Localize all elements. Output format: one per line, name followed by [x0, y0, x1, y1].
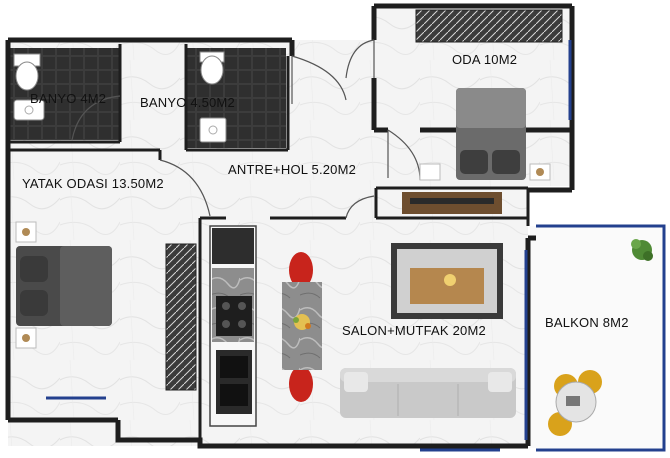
sink-2	[199, 117, 227, 143]
bed-yatak	[15, 221, 112, 349]
label-antre: ANTRE+HOL 5.20M2	[228, 162, 357, 177]
label-banyo-1: BANYO 4M2	[30, 91, 107, 106]
label-oda: ODA 10M2	[452, 52, 518, 67]
kitchen-sink	[216, 350, 252, 414]
table-decor	[444, 274, 456, 286]
wardrobe-oda	[415, 9, 563, 43]
toilet-2	[199, 51, 225, 85]
windows	[46, 40, 572, 452]
interior-walls	[10, 44, 530, 446]
wardrobe-yatak	[165, 243, 197, 391]
sofa	[340, 368, 516, 418]
toilet-1	[13, 53, 41, 91]
fridge	[212, 228, 254, 264]
balkon-floor	[530, 226, 664, 448]
bed-oda	[419, 88, 551, 181]
label-banyo-2: BANYO 4.50M2	[140, 95, 235, 110]
label-balkon: BALKON 8M2	[545, 315, 629, 330]
label-salon-mutfak: SALON+MUTFAK 20M2	[342, 323, 486, 338]
dining-set	[282, 252, 322, 402]
label-yatak-odasi: YATAK ODASI 13.50M2	[22, 176, 164, 191]
cooktop	[216, 296, 252, 336]
tv-screen	[410, 198, 494, 204]
sink-1	[13, 99, 45, 121]
balcony-set	[548, 239, 653, 436]
balcony-railing	[536, 224, 666, 452]
coffee-table	[410, 268, 484, 304]
